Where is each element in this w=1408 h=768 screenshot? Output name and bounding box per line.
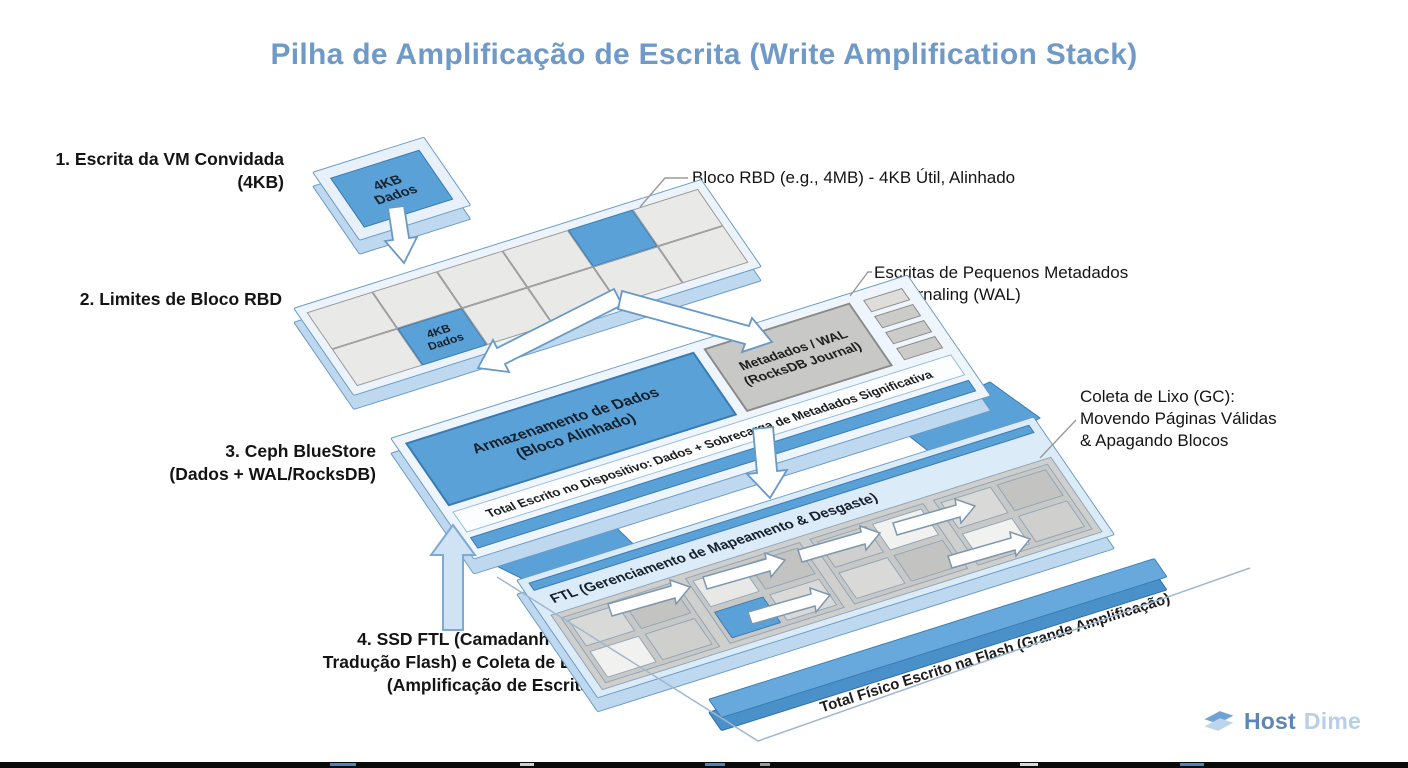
annotation-metadata-writes: Escritas de Pequenos Metadados & Journal… bbox=[874, 263, 1129, 304]
guest-chip-label: 4KB Dados bbox=[330, 149, 454, 228]
strip-mark bbox=[520, 763, 534, 766]
annotation-garbage-collection: Coleta de Lixo (GC): Movendo Páginas Vál… bbox=[1080, 387, 1277, 450]
logo-text-host: Host bbox=[1244, 707, 1296, 734]
page-title: Pilha de Amplificação de Escrita (Write … bbox=[270, 38, 1138, 71]
strip-mark bbox=[705, 763, 725, 766]
step-label-3: 3. Ceph BlueStore (Dados + WAL/RocksDB) bbox=[169, 441, 376, 485]
hostdime-logo-icon bbox=[1204, 711, 1234, 731]
annotation-rbd-block: Bloco RBD (e.g., 4MB) - 4KB Útil, Alinha… bbox=[692, 168, 1016, 187]
strip-mark bbox=[1020, 763, 1038, 766]
strip-mark bbox=[1180, 763, 1204, 766]
logo-text-dime: Dime bbox=[1303, 707, 1361, 734]
strip-mark bbox=[760, 763, 770, 766]
bottom-strip bbox=[0, 762, 1408, 768]
step-label-1: 1. Escrita da VM Convidada (4KB) bbox=[55, 149, 284, 193]
hostdime-logo: Host Dime bbox=[1200, 706, 1361, 736]
strip-mark bbox=[330, 763, 356, 766]
step-label-2: 2. Limites de Bloco RBD bbox=[79, 289, 282, 309]
